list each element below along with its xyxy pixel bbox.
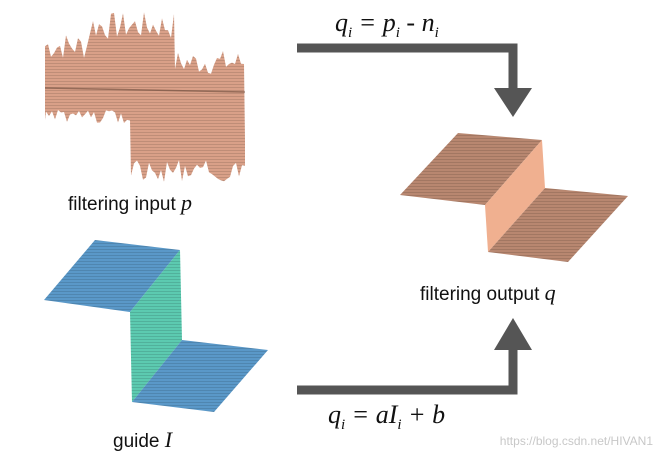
top-arrow (297, 43, 532, 117)
output-surface (400, 133, 628, 262)
bottom-arrow (297, 318, 532, 395)
watermark: https://blog.csdn.net/HIVAN1 (499, 434, 653, 448)
equation-linear: qi = aIi + b (328, 400, 446, 434)
guide-surface (44, 240, 268, 412)
guide-label: guide I (113, 427, 173, 452)
noisy-input-surface (44, 12, 246, 182)
input-label: filtering input p (68, 190, 193, 215)
equation-noise: qi = pi - ni (335, 8, 439, 42)
output-label: filtering output q (420, 280, 556, 305)
